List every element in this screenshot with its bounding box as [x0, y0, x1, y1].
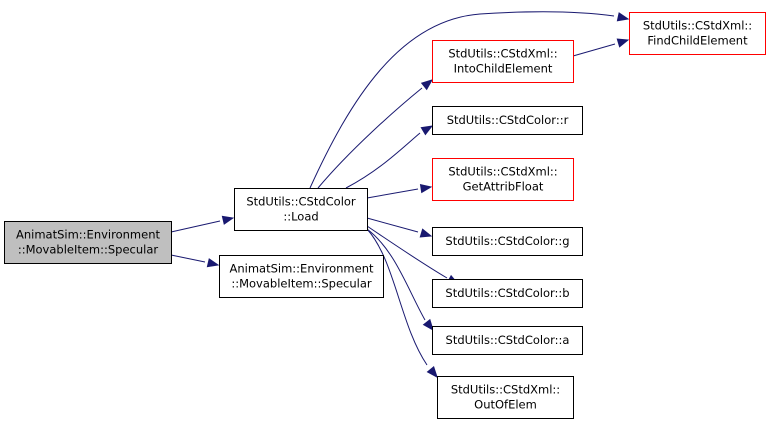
- node-label-line: GetAttribFloat: [463, 180, 544, 194]
- node-box: [4, 221, 172, 264]
- node-box: [432, 158, 574, 201]
- node-label-line: IntoChildElement: [454, 62, 553, 76]
- node-label-line: FindChildElement: [647, 34, 748, 48]
- node-label-line: AnimatSim::Environment: [230, 262, 374, 276]
- node-label-line: ::Load: [283, 210, 318, 224]
- arrowhead: [206, 258, 220, 268]
- arrowhead: [420, 79, 434, 91]
- edge-line: [366, 225, 448, 279]
- node-box: [432, 40, 574, 83]
- node-box: [432, 279, 583, 308]
- node-label-line: ::MovableItem::Specular: [18, 243, 159, 257]
- node-box: [432, 227, 583, 256]
- node-box: [437, 376, 574, 419]
- node-root: AnimatSim::Environment::MovableItem::Spe…: [4, 221, 172, 264]
- node-label-line: StdUtils::CStdXml::: [448, 165, 557, 179]
- edge-color_load-to-get_attrib: [366, 183, 433, 199]
- edge-line: [309, 11, 615, 189]
- node-box: [219, 255, 384, 298]
- arrowhead: [419, 183, 433, 194]
- edge-line: [366, 217, 419, 233]
- node-movable-spec[interactable]: AnimatSim::Environment::MovableItem::Spe…: [219, 255, 384, 298]
- edge-line: [170, 254, 206, 263]
- node-color-r[interactable]: StdUtils::CStdColor::r: [432, 106, 583, 135]
- node-label-line: StdUtils::CStdColor: [246, 195, 356, 209]
- edge-line: [170, 220, 221, 233]
- edge-line: [366, 188, 419, 199]
- node-label-line: StdUtils::CStdXml::: [643, 19, 752, 33]
- node-box: [629, 12, 766, 55]
- node-color-load[interactable]: StdUtils::CStdColor::Load: [234, 188, 368, 231]
- node-out-of-elem[interactable]: StdUtils::CStdXml::OutOfElem: [437, 376, 574, 419]
- edge-color_load-to-out_of_elem: [366, 228, 438, 379]
- edge-color_load-to-color_a: [366, 228, 434, 332]
- edge-line: [366, 228, 428, 366]
- arrowhead: [616, 12, 630, 22]
- edge-line: [366, 228, 426, 321]
- node-label-line: StdUtils::CStdColor::r: [447, 113, 569, 127]
- node-box: [432, 326, 583, 355]
- node-label-line: OutOfElem: [474, 398, 537, 412]
- edge-line: [345, 132, 421, 189]
- node-label-line: ::MovableItem::Specular: [231, 277, 372, 291]
- edge-color_load-to-color_r: [345, 125, 434, 189]
- node-box: [432, 106, 583, 135]
- arrowhead: [616, 38, 630, 48]
- node-label-line: StdUtils::CStdColor::g: [445, 234, 569, 248]
- edge-line: [317, 87, 423, 189]
- arrowhead: [221, 215, 235, 225]
- node-label-line: StdUtils::CStdColor::b: [445, 286, 569, 300]
- node-color-b[interactable]: StdUtils::CStdColor::b: [432, 279, 583, 308]
- edge-color_load-to-into_child: [317, 79, 434, 189]
- node-label-line: StdUtils::CStdXml::: [451, 383, 560, 397]
- node-label-line: StdUtils::CStdXml::: [448, 47, 557, 61]
- node-into-child[interactable]: StdUtils::CStdXml::IntoChildElement: [432, 40, 574, 83]
- edge-color_load-to-find_child: [309, 11, 630, 189]
- edge-color_load-to-color_g: [366, 217, 433, 238]
- arrowhead: [420, 125, 434, 136]
- node-color-a[interactable]: StdUtils::CStdColor::a: [432, 326, 583, 355]
- node-box: [234, 188, 368, 231]
- node-color-g[interactable]: StdUtils::CStdColor::g: [432, 227, 583, 256]
- node-find-child[interactable]: StdUtils::CStdXml::FindChildElement: [629, 12, 766, 55]
- edge-root-to-color_load: [170, 215, 235, 233]
- edge-line: [572, 43, 616, 57]
- node-get-attrib[interactable]: StdUtils::CStdXml::GetAttribFloat: [432, 158, 574, 201]
- arrowhead: [422, 318, 434, 332]
- call-nodes: AnimatSim::Environment::MovableItem::Spe…: [4, 12, 766, 419]
- edge-root-to-movable_spec: [170, 254, 220, 268]
- edge-into_child-to-find_child: [572, 38, 630, 57]
- node-label-line: StdUtils::CStdColor::a: [446, 333, 570, 347]
- node-label-line: AnimatSim::Environment: [16, 228, 160, 242]
- arrowhead: [426, 365, 438, 379]
- arrowhead: [419, 228, 433, 238]
